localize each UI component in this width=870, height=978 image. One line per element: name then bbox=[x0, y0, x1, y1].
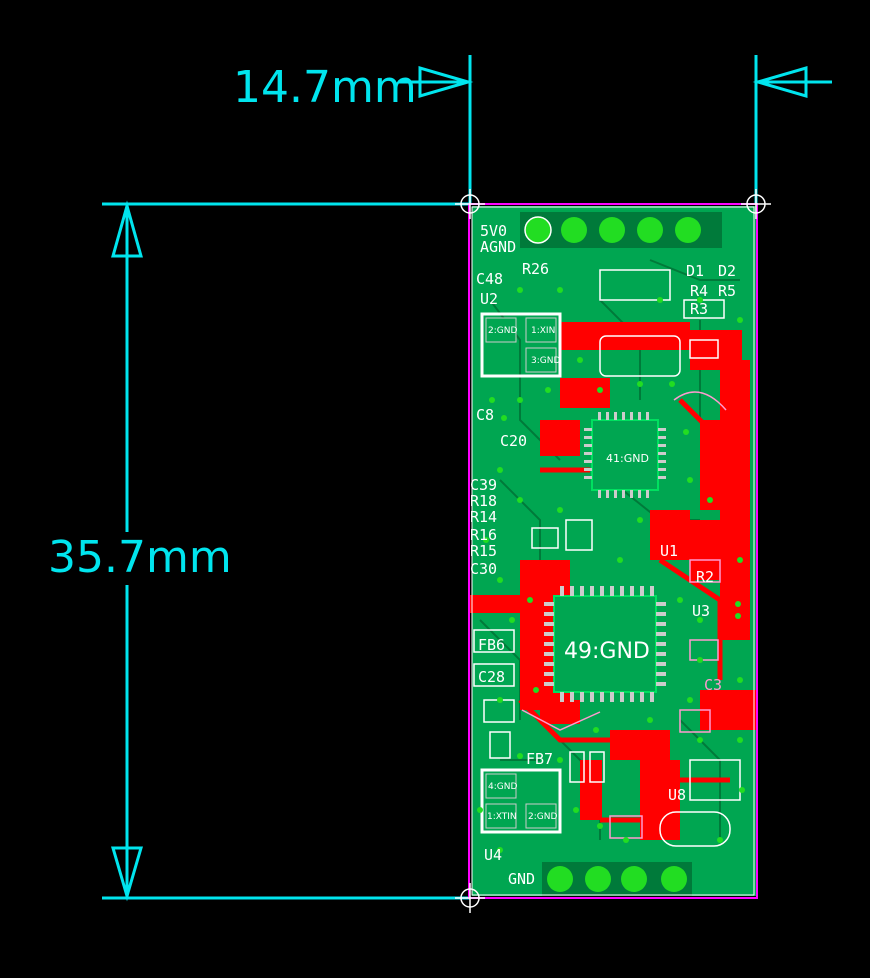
silkscreen-bottom: GND U8 bbox=[508, 786, 686, 888]
silk-u3: U3 bbox=[692, 602, 710, 620]
silk-r16: R16 bbox=[470, 526, 497, 544]
silk-agnd: AGND bbox=[480, 238, 516, 256]
silk-c30: C30 bbox=[470, 560, 497, 578]
silk-c48: C48 bbox=[476, 270, 503, 288]
u2-pad-c bbox=[525, 347, 557, 373]
top-connector bbox=[520, 212, 722, 248]
chip-u1-label: 49:GND bbox=[564, 639, 650, 664]
silk-c3: C3 bbox=[704, 676, 722, 694]
silk-c39: C39 bbox=[470, 476, 497, 494]
silkscreen-left: C48 U2 C8 C20 C39 R18 R14 R16 R15 C30 FB… bbox=[470, 270, 553, 864]
silk-r2: R2 bbox=[696, 568, 714, 586]
top-pad-2 bbox=[561, 217, 587, 243]
copper-routes bbox=[518, 398, 730, 823]
silk-u4: U4 bbox=[484, 846, 502, 864]
u2-pad-c-label: 3:GND bbox=[531, 356, 560, 366]
width-dimension bbox=[398, 55, 832, 205]
crosshair-top-left bbox=[455, 189, 485, 219]
height-dimension-label: 35.7mm bbox=[48, 532, 232, 583]
bottom-pad-3 bbox=[621, 866, 647, 892]
silk-r3: R3 bbox=[690, 300, 708, 318]
u2-pad-a-label: 2:GND bbox=[488, 326, 517, 336]
top-pad-4 bbox=[637, 217, 663, 243]
chip-secondary-label: 41:GND bbox=[606, 452, 649, 465]
reference-markers bbox=[455, 189, 771, 913]
top-pad-1 bbox=[524, 216, 552, 244]
height-arrow-top bbox=[111, 200, 143, 258]
silk-fb7: FB7 bbox=[526, 750, 553, 768]
silk-u1: U1 bbox=[660, 542, 678, 560]
pcb-board: 49:GND 41:GND 2:GND 1:XIN 3:GND 4:GND 1:… bbox=[468, 203, 758, 899]
crosshair-bottom-left bbox=[455, 883, 485, 913]
silk-u2: U2 bbox=[480, 290, 498, 308]
u4-pad-b bbox=[485, 803, 517, 829]
silk-r4: R4 bbox=[690, 282, 708, 300]
silk-d2: D2 bbox=[718, 262, 736, 280]
silk-c20: C20 bbox=[500, 432, 527, 450]
silk-r5: R5 bbox=[718, 282, 736, 300]
u2-pad-b bbox=[525, 317, 557, 343]
width-dimension-label: 14.7mm bbox=[233, 62, 417, 113]
u2-pad-a bbox=[485, 317, 517, 343]
silk-r15: R15 bbox=[470, 542, 497, 560]
silkscreen-right: U1 R2 C3 U3 bbox=[660, 542, 722, 694]
silkscreen-top: 5V0 AGND R26 D1 D2 R4 R5 R3 bbox=[480, 222, 736, 318]
silk-c8: C8 bbox=[476, 406, 494, 424]
silk-5v0: 5V0 bbox=[480, 222, 507, 240]
silk-gnd: GND bbox=[508, 870, 535, 888]
u4-pad-b-label: 1:XTIN bbox=[487, 812, 517, 822]
u2-pad-b-label: 1:XIN bbox=[531, 326, 555, 336]
silk-r14: R14 bbox=[470, 508, 497, 526]
u4-pad-c-label: 2:GND bbox=[528, 812, 557, 822]
height-arrow-bottom bbox=[111, 846, 143, 902]
crystal-u4-outline bbox=[480, 768, 562, 834]
bottom-pad-1 bbox=[547, 866, 573, 892]
silk-r18: R18 bbox=[470, 492, 497, 510]
silk-r26: R26 bbox=[522, 260, 549, 278]
width-arrow-right bbox=[752, 66, 808, 98]
silk-d1: D1 bbox=[686, 262, 704, 280]
board-outline bbox=[468, 203, 758, 899]
crosshair-top-right bbox=[741, 189, 771, 219]
u4-pad-a bbox=[485, 773, 517, 799]
u4-pad-a-label: 4:GND bbox=[488, 782, 517, 792]
height-dimension bbox=[102, 200, 470, 902]
board-inner-outline bbox=[471, 206, 755, 896]
bottom-pad-2 bbox=[585, 866, 611, 892]
silk-fb6: FB6 bbox=[478, 636, 505, 654]
chip-secondary-pins bbox=[584, 412, 666, 498]
chip-u1-pins bbox=[544, 586, 666, 702]
top-pad-3 bbox=[599, 217, 625, 243]
width-arrow-left bbox=[418, 66, 474, 98]
vias bbox=[477, 287, 745, 853]
top-pad-5 bbox=[675, 217, 701, 243]
crystal-u2-outline bbox=[480, 312, 562, 378]
silk-c28: C28 bbox=[478, 668, 505, 686]
component-outlines bbox=[473, 269, 741, 847]
silk-u8: U8 bbox=[668, 786, 686, 804]
bottom-connector bbox=[542, 862, 692, 896]
u4-pad-c bbox=[525, 803, 557, 829]
bottom-pad-4 bbox=[661, 866, 687, 892]
